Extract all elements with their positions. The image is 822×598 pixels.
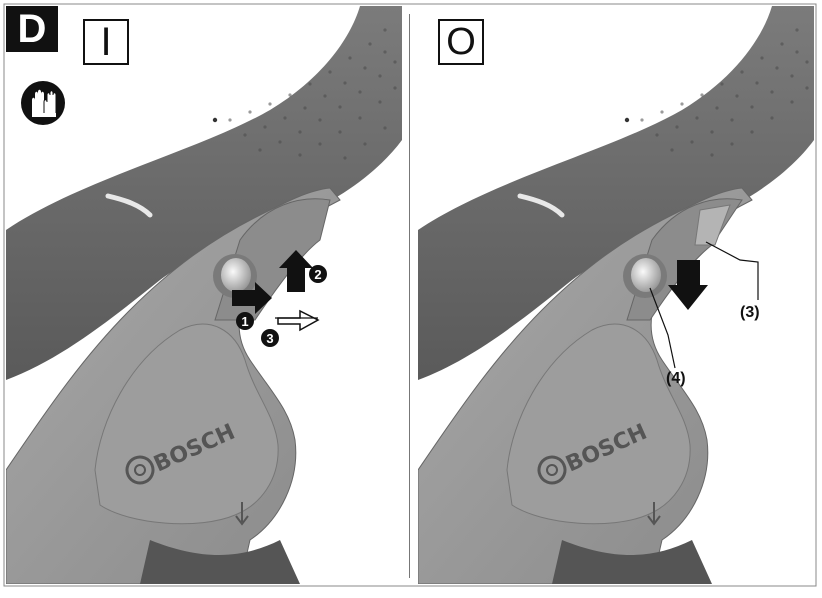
svg-text:1: 1	[241, 314, 248, 329]
callout-label-3: (3)	[740, 304, 760, 322]
protective-gloves-icon	[20, 80, 66, 126]
panel-divider	[409, 14, 410, 578]
svg-text:2: 2	[314, 267, 321, 282]
figure-label: D	[6, 6, 58, 52]
step-badge-3: 3	[261, 329, 279, 347]
step-badge-1: 1	[236, 312, 254, 330]
switch-on-symbol: I	[83, 19, 129, 65]
step-badge-2: 2	[309, 265, 327, 283]
switch-off-symbol: O	[438, 19, 484, 65]
svg-text:3: 3	[266, 331, 273, 346]
callout-label-4: (4)	[666, 370, 686, 388]
lock-off-button	[221, 258, 251, 292]
